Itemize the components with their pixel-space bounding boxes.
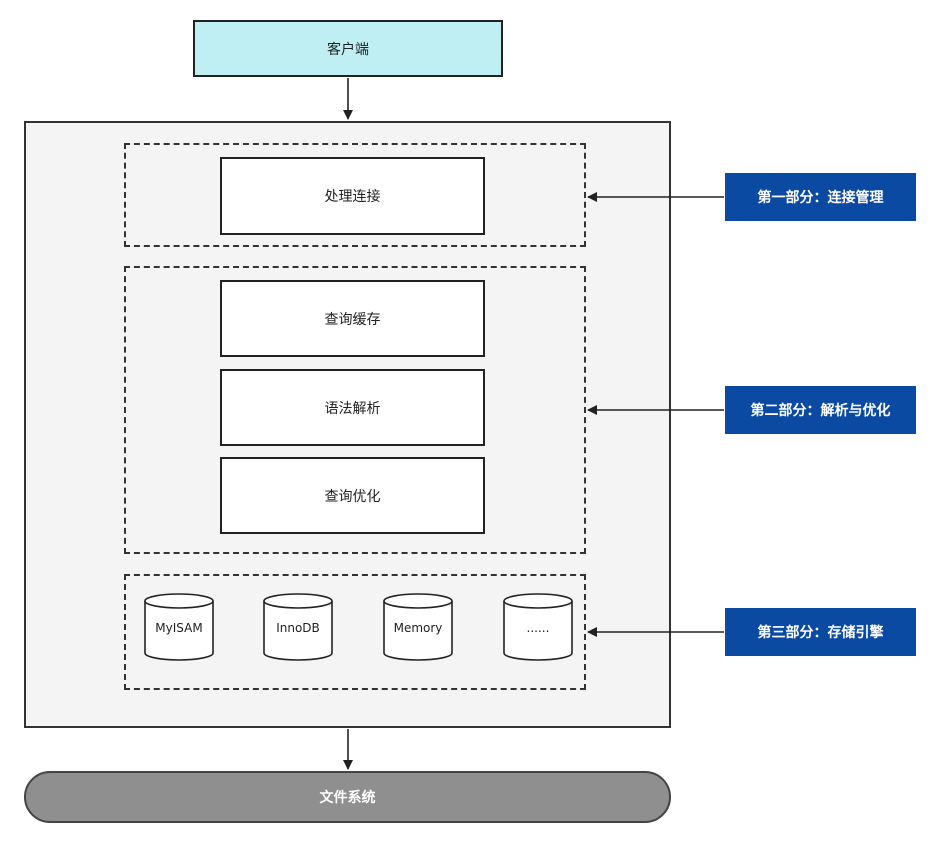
- section-parse-optimize-group: [124, 266, 586, 554]
- section-storage-engine-group: [124, 574, 586, 690]
- engine-innodb: InnoDB: [263, 593, 333, 661]
- engine-label: MyISAM: [155, 621, 203, 635]
- component-label: 查询优化: [324, 488, 381, 505]
- label-text: 第一部分：连接管理: [757, 190, 884, 206]
- component-syntax-parsing: 语法解析: [220, 369, 485, 446]
- component-label: 处理连接: [324, 189, 381, 205]
- component-query-cache: 查询缓存: [220, 280, 485, 357]
- label-part-three: 第三部分：存储引擎: [725, 608, 916, 656]
- filesystem-box: 文件系统: [24, 771, 671, 823]
- section-connection-group: [124, 143, 586, 247]
- engine-memory: Memory: [383, 593, 453, 661]
- engine-label: ......: [526, 621, 550, 635]
- database-cylinder-icon: [503, 593, 573, 661]
- engine-label: Memory: [393, 621, 443, 635]
- component-label: 语法解析: [324, 400, 381, 417]
- engine-myisam: MyISAM: [144, 593, 214, 661]
- database-cylinder-icon: [383, 593, 453, 661]
- engine-label: InnoDB: [276, 621, 320, 635]
- client-box: 客户端: [193, 20, 503, 77]
- database-cylinder-icon: [144, 593, 214, 661]
- database-cylinder-icon: [263, 593, 333, 661]
- label-text: 第二部分：解析与优化: [750, 403, 891, 419]
- client-label: 客户端: [327, 41, 369, 58]
- filesystem-label: 文件系统: [319, 790, 376, 806]
- label-part-one: 第一部分：连接管理: [725, 173, 916, 221]
- component-query-optimization: 查询优化: [220, 457, 485, 534]
- engine-more: ......: [503, 593, 573, 661]
- component-connection-handling: 处理连接: [220, 157, 485, 235]
- label-part-two: 第二部分：解析与优化: [725, 386, 916, 434]
- component-label: 查询缓存: [324, 311, 381, 328]
- label-text: 第三部分：存储引擎: [757, 625, 884, 641]
